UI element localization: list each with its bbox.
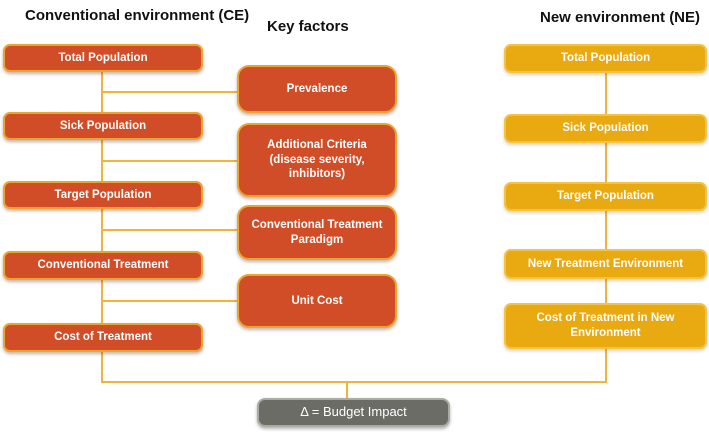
node-kf-prevalence: Prevalence	[237, 65, 397, 113]
connector-budget-impact-stub-line	[346, 381, 348, 399]
node-ce-total-population: Total Population	[3, 44, 203, 72]
header-new-environment: New environment (NE)	[540, 9, 701, 26]
connector-prevalence-line	[102, 91, 238, 93]
node-ne-new-treatment-environment: New Treatment Environment	[504, 249, 707, 279]
node-kf-additional-criteria: Additional Criteria (disease severity, i…	[237, 123, 397, 197]
node-ne-total-population: Total Population	[504, 44, 707, 73]
connector-unit-cost-line	[102, 300, 238, 302]
header-conventional-environment: Conventional environment (CE)	[25, 7, 250, 24]
node-ce-conventional-treatment: Conventional Treatment	[3, 251, 203, 280]
node-budget-impact-result: Δ = Budget Impact	[257, 398, 450, 427]
node-ce-sick-population: Sick Population	[3, 112, 203, 140]
node-kf-unit-cost: Unit Cost	[237, 274, 397, 328]
node-ne-cost-of-treatment-new-environment: Cost of Treatment in New Environment	[504, 303, 707, 349]
connector-ce-vertical-line	[101, 58, 103, 383]
node-kf-conventional-treatment-paradigm: Conventional Treatment Paradigm	[237, 205, 397, 260]
connector-ne-vertical-line	[605, 58, 607, 383]
node-ce-target-population: Target Population	[3, 181, 203, 209]
node-ce-cost-of-treatment: Cost of Treatment	[3, 323, 203, 352]
connector-additional-criteria-line	[102, 160, 238, 162]
node-ne-target-population: Target Population	[504, 182, 707, 211]
connector-bottom-horizontal-line	[101, 381, 607, 383]
connector-treatment-paradigm-line	[102, 229, 238, 231]
node-ne-sick-population: Sick Population	[504, 114, 707, 143]
header-key-factors: Key factors	[267, 18, 349, 35]
